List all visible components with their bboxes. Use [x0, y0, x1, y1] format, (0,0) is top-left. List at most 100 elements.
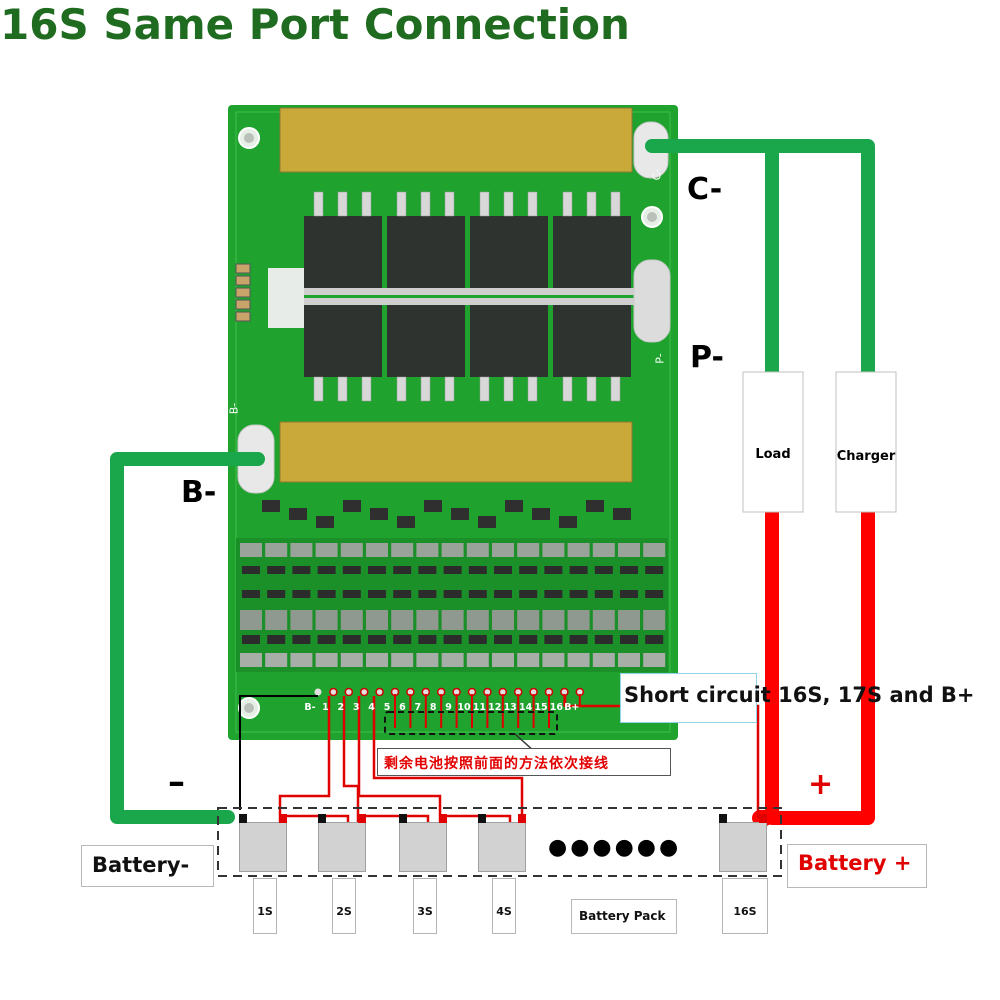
- remaining-pins-group: [384, 711, 558, 735]
- cell-positive-terminal-icon: [759, 814, 767, 823]
- smd-transistor: [569, 590, 588, 598]
- mosfet-lead: [313, 376, 324, 402]
- cell-negative-terminal-icon: [318, 814, 326, 823]
- c-minus-label: C-: [687, 172, 723, 207]
- cell-series-tag: 4S: [492, 878, 516, 934]
- busbar-top: [279, 107, 633, 173]
- load-label: Load: [755, 447, 791, 462]
- plus-sign: +: [808, 767, 834, 802]
- smd-transistor: [317, 590, 336, 598]
- mosfet-tab: [304, 288, 634, 295]
- pin-label: 13: [503, 702, 517, 713]
- mosfet-lead: [503, 376, 514, 402]
- smd-transistor: [317, 566, 336, 574]
- mosfet-lead: [337, 191, 348, 217]
- smd-capacitor: [315, 653, 338, 667]
- smd-transistor: [267, 566, 286, 574]
- cell-series-tag: 1S: [253, 878, 277, 934]
- smd-transistor: [594, 590, 613, 598]
- pin-label: 1: [322, 702, 329, 713]
- p-minus-label: P-: [690, 340, 724, 375]
- mosfet-lead: [420, 376, 431, 402]
- mosfet-lead: [396, 376, 407, 402]
- header-pin: [344, 687, 354, 697]
- mosfet-lead: [420, 191, 431, 217]
- smd-transistor: [242, 566, 260, 574]
- smd-resistor: [315, 610, 338, 630]
- smd-resistor: [290, 610, 313, 630]
- smd-capacitor: [366, 653, 388, 667]
- mosfet-lead: [503, 191, 514, 217]
- pin-label: 8: [429, 702, 437, 713]
- smd-resistor: [391, 543, 414, 557]
- smd-transistor: [368, 566, 386, 574]
- smd-ic: [594, 635, 613, 644]
- smd-capacitor: [235, 263, 251, 274]
- smd-capacitor: [441, 653, 464, 667]
- smd-resistor: [542, 610, 565, 630]
- pin-label: 5: [383, 702, 391, 713]
- control-ic: [316, 516, 334, 528]
- smd-resistor: [592, 543, 615, 557]
- smd-resistor: [492, 610, 514, 630]
- smd-transistor: [242, 590, 260, 598]
- smd-resistor: [618, 543, 640, 557]
- short-circuit-note: Short circuit 16S, 17S and B+: [624, 683, 975, 707]
- smd-transistor: [443, 590, 462, 598]
- mosfet-lead: [562, 376, 573, 402]
- smd-transistor: [569, 566, 588, 574]
- mosfet-chip: [387, 216, 465, 288]
- pin-label: 2: [337, 702, 345, 713]
- smd-resistor: [416, 610, 439, 630]
- control-ic: [262, 500, 280, 512]
- b-minus-label: B-: [181, 475, 217, 510]
- pin-label: 11: [472, 702, 487, 713]
- smd-transistor: [418, 566, 437, 574]
- cell-positive-terminal-icon: [439, 814, 447, 823]
- smd-transistor: [620, 590, 638, 598]
- smd-resistor: [315, 543, 338, 557]
- smd-resistor: [643, 543, 666, 557]
- mosfet-lead: [586, 376, 597, 402]
- mosfet-lead: [444, 376, 455, 402]
- mosfet-chip: [470, 305, 548, 377]
- mosfet-lead: [396, 191, 407, 217]
- control-ic: [424, 500, 442, 512]
- cell-series-label: 16S: [733, 905, 757, 918]
- pin-label: 9: [445, 702, 452, 713]
- charger-label: Charger: [836, 449, 896, 464]
- mosfet-lead: [610, 376, 621, 402]
- sense-wire-3: [357, 696, 442, 830]
- diagram-title: 16S Same Port Connection: [0, 0, 630, 49]
- smd-resistor: [618, 610, 640, 630]
- pin-label: 15: [534, 702, 548, 713]
- smd-resistor: [416, 543, 439, 557]
- smd-resistor: [240, 610, 262, 630]
- header-pin: [329, 687, 338, 697]
- pin-label: 16: [549, 702, 564, 713]
- smd-resistor: [265, 610, 288, 630]
- mosfet-chip: [470, 216, 548, 288]
- smd-capacitor: [240, 653, 262, 667]
- cell-balance-area: [236, 538, 668, 672]
- smd-transistor: [468, 566, 487, 574]
- pin-label: 3: [352, 702, 360, 713]
- smd-resistor: [290, 543, 313, 557]
- mosfet-lead: [562, 191, 573, 217]
- smd-ic: [292, 635, 311, 644]
- cell-positive-terminal-icon: [518, 814, 526, 823]
- battery-plus-wire: [765, 503, 875, 825]
- header-pin: [359, 687, 369, 697]
- control-ic: [343, 500, 361, 512]
- protection-circuit-area: [236, 500, 668, 672]
- mosfet-lead: [610, 191, 621, 217]
- control-ic: [613, 508, 631, 520]
- smd-ic: [494, 635, 512, 644]
- control-ic: [505, 500, 523, 512]
- smd-capacitor: [265, 653, 288, 667]
- smd-transistor: [594, 566, 613, 574]
- smd-capacitor: [492, 653, 514, 667]
- battery-cell: [318, 814, 366, 872]
- battery-minus-label: Battery-: [92, 853, 190, 877]
- pcb-silk-b-minus: B-: [227, 402, 241, 415]
